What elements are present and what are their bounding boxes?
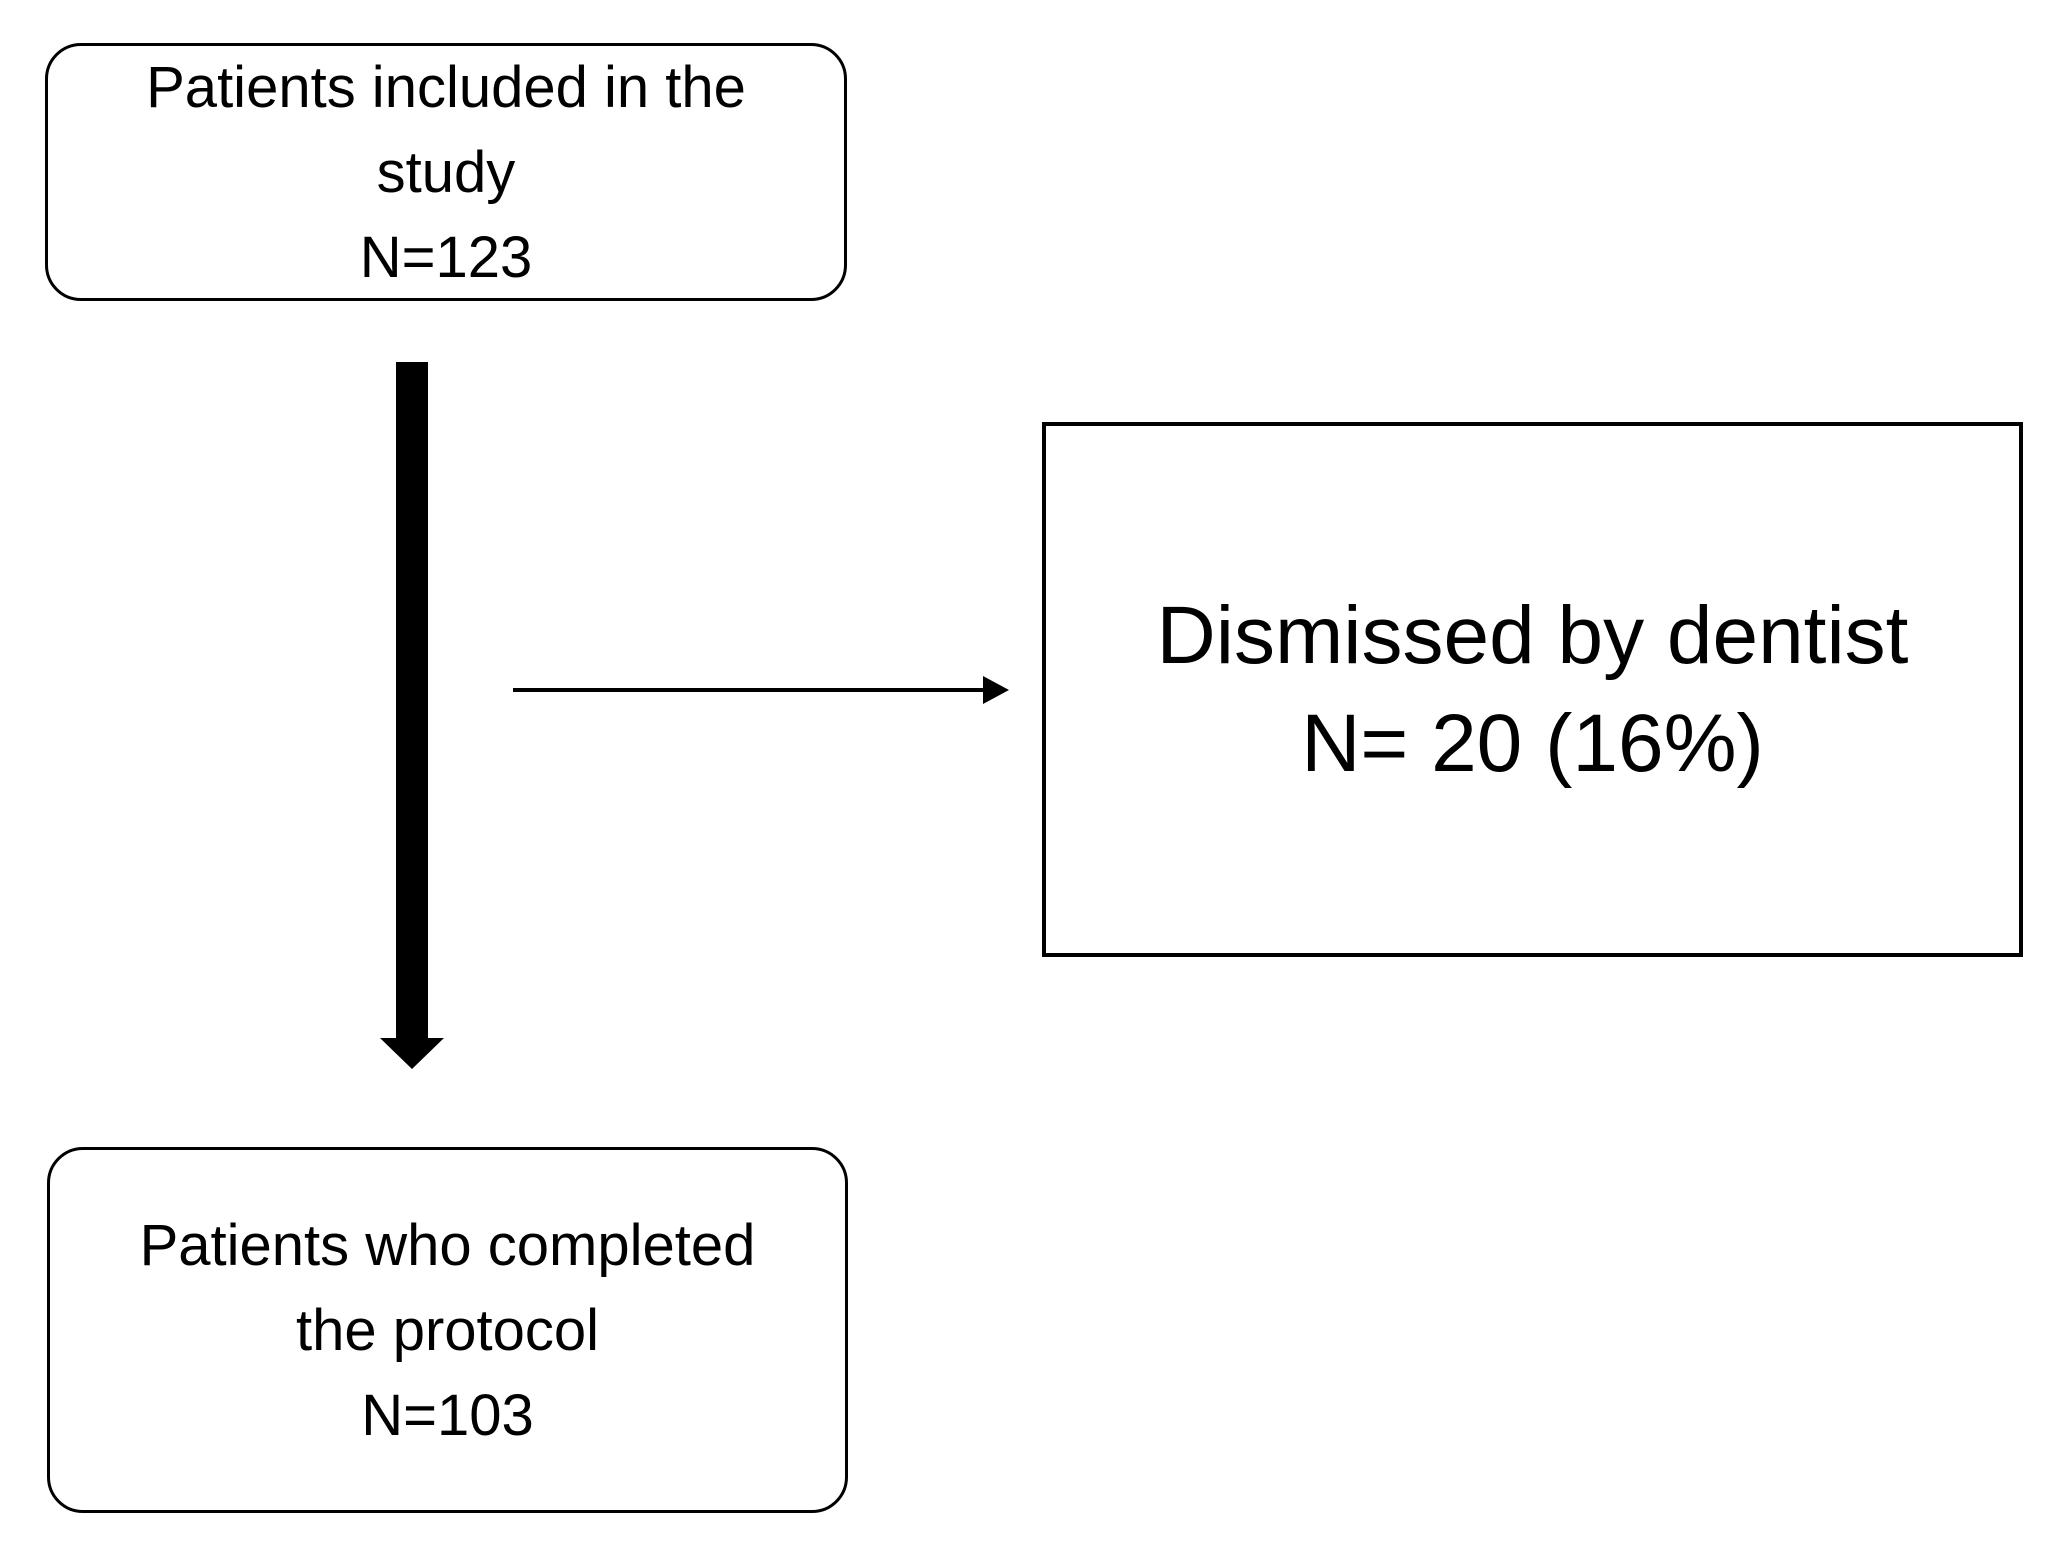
thick-down-arrow-shaft [396,362,428,1038]
node-text-line: Patients included in the [146,54,746,120]
node-count-label: N= 20 (16%) [1301,697,1764,789]
node-count-label: N=123 [359,224,533,290]
node-patients-included: Patients included in the study N=123 [45,43,847,301]
node-text-line: Patients who completed [139,1212,756,1278]
node-count-label: N=103 [361,1382,534,1448]
thin-right-arrow-shaft [513,688,983,692]
node-text-line: the protocol [295,1297,600,1363]
node-text-line: Dismissed by dentist [1156,589,1909,681]
node-patients-completed: Patients who completed the protocol N=10… [47,1147,848,1513]
thick-down-arrow-head [380,1038,444,1069]
node-text-line: study [376,139,516,205]
node-dismissed-by-dentist: Dismissed by dentist N= 20 (16%) [1042,422,2023,957]
thin-right-arrow-head [983,676,1009,704]
